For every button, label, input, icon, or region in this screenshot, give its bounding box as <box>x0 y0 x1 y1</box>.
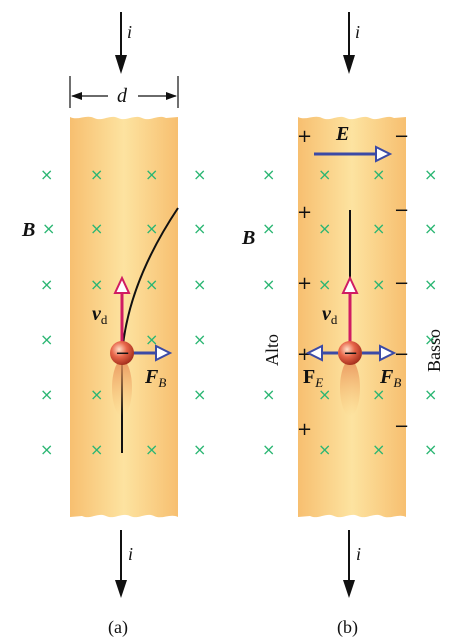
field-cross: × <box>90 219 103 238</box>
minus-charge: − <box>394 126 409 147</box>
width-label: d <box>117 85 128 107</box>
field-cross: × <box>424 385 437 404</box>
minus-charge: − <box>394 200 409 221</box>
electric-field-arrowhead <box>375 145 393 163</box>
field-cross: × <box>262 165 275 184</box>
field-b-label-b: B <box>241 227 255 249</box>
panel-b-caption: (b) <box>337 617 358 638</box>
plus-charge: + <box>297 273 312 294</box>
electron-b <box>338 341 362 365</box>
field-cross: × <box>318 165 331 184</box>
magnetic-force-arrowhead-a <box>155 344 173 362</box>
panel-a: i d B × × × × × × × × × × × × × × × × <box>21 12 206 638</box>
field-cross: × <box>318 275 331 294</box>
top-side-label: Alto <box>262 334 282 366</box>
electric-field-label: E <box>335 123 349 145</box>
plus-charge: + <box>297 202 312 223</box>
panel-b: i B × × × × × × × × × × × × × × × × × × … <box>241 12 444 638</box>
field-cross: × <box>424 165 437 184</box>
field-cross: × <box>90 165 103 184</box>
magnetic-force-arrowhead-b <box>379 344 397 362</box>
field-cross: × <box>372 275 385 294</box>
width-arrowhead-right <box>166 92 177 100</box>
current-arrowhead-bottom-a <box>115 580 127 598</box>
field-cross: × <box>193 330 206 349</box>
field-cross: × <box>145 440 158 459</box>
field-cross: × <box>40 275 53 294</box>
drift-velocity-label-a: vd <box>92 303 108 327</box>
minus-charge: − <box>394 273 409 294</box>
field-cross: × <box>40 330 53 349</box>
drift-velocity-label-b: vd <box>322 303 338 327</box>
electron-sign-b: − <box>343 343 358 364</box>
field-cross: × <box>40 385 53 404</box>
field-cross: × <box>372 440 385 459</box>
minus-charge: − <box>394 344 409 365</box>
field-cross: × <box>193 440 206 459</box>
width-arrowhead-left <box>71 92 82 100</box>
electron-sign-a: − <box>115 343 130 364</box>
conductor-strip-b <box>298 116 406 518</box>
conductor-strip-a <box>70 116 178 518</box>
field-cross: × <box>193 275 206 294</box>
field-cross: × <box>262 275 275 294</box>
current-label-bottom-b: i <box>356 544 361 564</box>
field-cross: × <box>145 330 158 349</box>
drift-velocity-arrowhead-b <box>341 275 359 294</box>
field-cross: × <box>90 385 103 404</box>
current-arrowhead-top-a <box>115 55 127 74</box>
motion-trail-b <box>340 360 360 416</box>
field-cross: × <box>90 440 103 459</box>
field-cross: × <box>372 385 385 404</box>
current-arrowhead-bottom-b <box>343 580 355 598</box>
plus-charge: + <box>297 419 312 440</box>
magnetic-field-crosses-b: × × × × × × × × × × × × × × × × × × × × … <box>262 165 437 459</box>
field-cross: × <box>193 165 206 184</box>
field-cross: × <box>318 385 331 404</box>
plus-charge: + <box>297 126 312 147</box>
electric-force-label: FE <box>303 366 323 390</box>
field-cross: × <box>262 385 275 404</box>
field-cross: × <box>193 219 206 238</box>
field-cross: × <box>318 219 331 238</box>
current-arrowhead-top-b <box>343 55 355 74</box>
magnetic-force-label-b: FB <box>379 366 401 390</box>
current-label-bottom-a: i <box>128 544 133 564</box>
field-cross: × <box>145 165 158 184</box>
positive-charges-left: + + + + + <box>297 126 312 440</box>
electron-a <box>110 341 134 365</box>
field-cross: × <box>262 440 275 459</box>
electric-force-arrowhead <box>305 344 323 362</box>
field-cross: × <box>372 165 385 184</box>
motion-trail-a <box>112 360 132 416</box>
drift-velocity-arrowhead-a <box>113 275 131 294</box>
field-cross: × <box>40 165 53 184</box>
panel-a-caption: (a) <box>108 617 128 638</box>
current-label-top-b: i <box>355 22 360 42</box>
field-cross: × <box>42 219 55 238</box>
field-cross: × <box>318 440 331 459</box>
field-cross: × <box>145 219 158 238</box>
magnetic-field-crosses-a: × × × × × × × × × × × × × × × × × × × × … <box>40 165 206 459</box>
bottom-side-label: Basso <box>424 329 444 372</box>
field-cross: × <box>40 440 53 459</box>
field-cross: × <box>424 330 437 349</box>
current-label-top-a: i <box>127 22 132 42</box>
field-cross: × <box>424 440 437 459</box>
field-cross: × <box>372 219 385 238</box>
field-cross: × <box>90 275 103 294</box>
negative-charges-right: − − − − − <box>394 126 409 437</box>
field-cross: × <box>145 275 158 294</box>
field-cross: × <box>424 219 437 238</box>
field-cross: × <box>424 275 437 294</box>
minus-charge: − <box>394 416 409 437</box>
field-b-label-a: B <box>21 219 35 241</box>
field-cross: × <box>262 219 275 238</box>
plus-charge: + <box>297 344 312 365</box>
field-cross: × <box>193 385 206 404</box>
magnetic-force-label-a: FB <box>144 366 166 390</box>
